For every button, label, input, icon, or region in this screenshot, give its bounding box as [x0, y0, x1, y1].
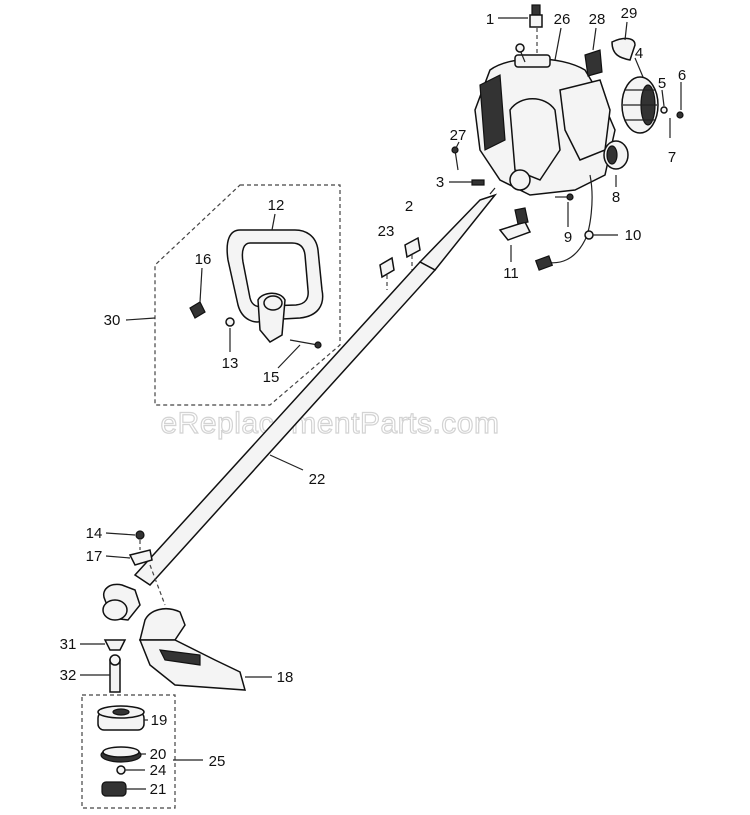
bump-knob: [101, 781, 127, 797]
drive-shaft: [133, 187, 498, 586]
debris-shield: [138, 608, 247, 691]
callout-29: 29: [621, 5, 638, 22]
callout-21: 21: [150, 781, 167, 798]
callout-26: 26: [554, 11, 571, 28]
air-cleaner: [621, 76, 659, 134]
spool-kit-boundary: [81, 694, 176, 809]
callout-14: 14: [86, 525, 103, 542]
callout-19: 19: [151, 712, 168, 729]
clamp-17: [128, 549, 153, 566]
spool-housing: [97, 705, 145, 731]
callout-15: 15: [263, 369, 280, 386]
screw-14: [135, 530, 145, 540]
watermark-text: eReplacementParts.com: [161, 407, 500, 440]
screw-3: [471, 179, 485, 186]
callout-labels: 1 26 28 29 4 5 6 7 27 3 8 9 10 2 23 11 1…: [60, 5, 687, 798]
engine-assembly: [474, 43, 616, 196]
callout-2: 2: [405, 198, 413, 215]
nut-6: [676, 111, 684, 119]
callout-10: 10: [625, 227, 642, 244]
callout-22: 22: [309, 471, 326, 488]
decal-2: [404, 236, 421, 259]
leader-lines: [80, 17, 682, 790]
gearhead: [102, 583, 141, 621]
callout-18: 18: [277, 669, 294, 686]
callout-17: 17: [86, 548, 103, 565]
callout-30: 30: [104, 312, 121, 329]
callout-6: 6: [678, 67, 686, 84]
callout-11: 11: [503, 265, 519, 282]
callout-8: 8: [612, 189, 620, 206]
callout-3: 3: [436, 174, 444, 191]
callout-4: 4: [635, 45, 643, 62]
washer-31: [103, 639, 127, 651]
primer-bulb: [603, 140, 629, 170]
callout-24: 24: [150, 762, 167, 779]
callout-25: 25: [209, 753, 226, 770]
callout-28: 28: [589, 11, 606, 28]
spark-plug: [529, 4, 543, 28]
air-filter-cover: [611, 37, 636, 61]
decal-23: [379, 256, 395, 279]
filter-element: [584, 49, 603, 77]
callout-1: 1: [486, 11, 494, 28]
callout-12: 12: [268, 197, 285, 214]
washer-5: [660, 106, 668, 114]
callout-7: 7: [668, 149, 676, 166]
callout-13: 13: [222, 355, 239, 372]
spool-line: [100, 746, 142, 763]
callout-31: 31: [60, 636, 77, 653]
spring-24: [116, 765, 126, 775]
callout-20: 20: [150, 746, 167, 763]
callout-9: 9: [564, 229, 572, 246]
callout-16: 16: [195, 251, 212, 268]
callout-32: 32: [60, 667, 77, 684]
callout-23: 23: [378, 223, 395, 240]
throttle-trigger: [498, 221, 532, 241]
callout-5: 5: [658, 75, 666, 92]
handle-assembly: [189, 229, 324, 349]
callout-27: 27: [450, 127, 467, 144]
throttle-cable: [544, 174, 593, 264]
handle-kit-boundary: [154, 184, 341, 406]
